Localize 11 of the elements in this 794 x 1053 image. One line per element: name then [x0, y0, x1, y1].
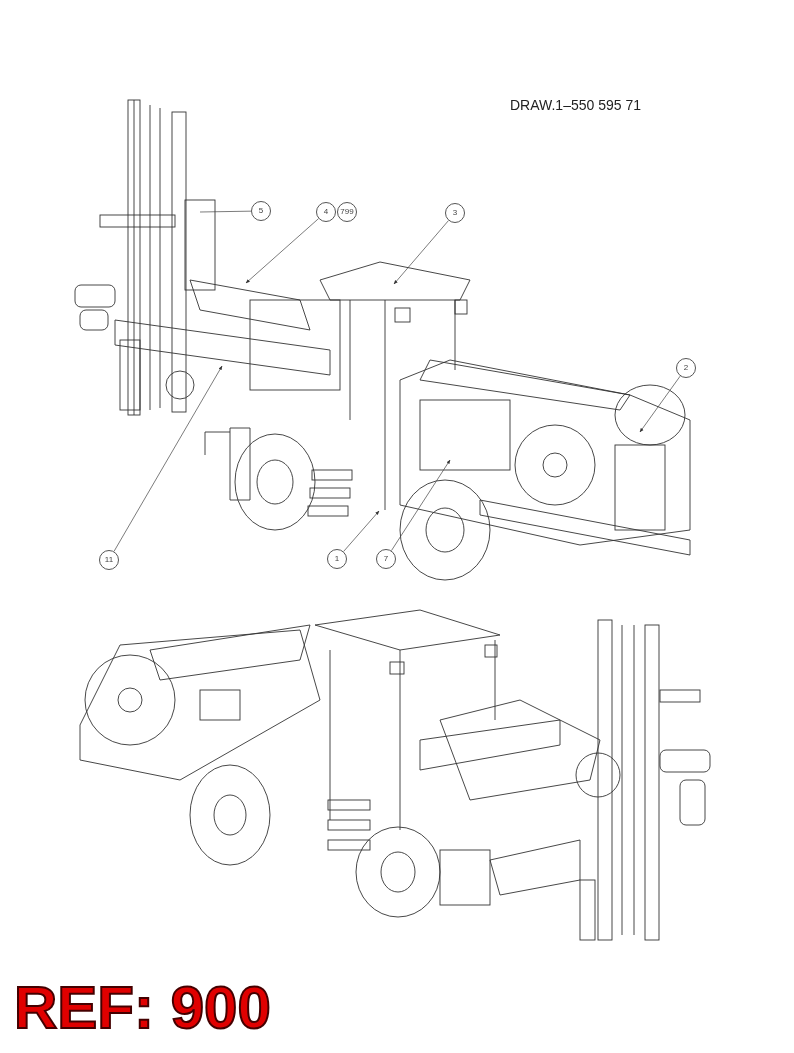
- callout-number: 7: [376, 549, 396, 569]
- callout-number: 11: [99, 550, 119, 570]
- leader-line: [199, 210, 252, 213]
- reference-number: REF: 900: [14, 978, 271, 1038]
- callout-number: 3: [445, 203, 465, 223]
- callout-number: 1: [327, 549, 347, 569]
- callout-number: 799: [337, 202, 357, 222]
- callout-number: 2: [676, 358, 696, 378]
- drawing-number: DRAW.1–550 595 71: [510, 96, 641, 115]
- callout-number: 5: [251, 201, 271, 221]
- callout-number: 4: [316, 202, 336, 222]
